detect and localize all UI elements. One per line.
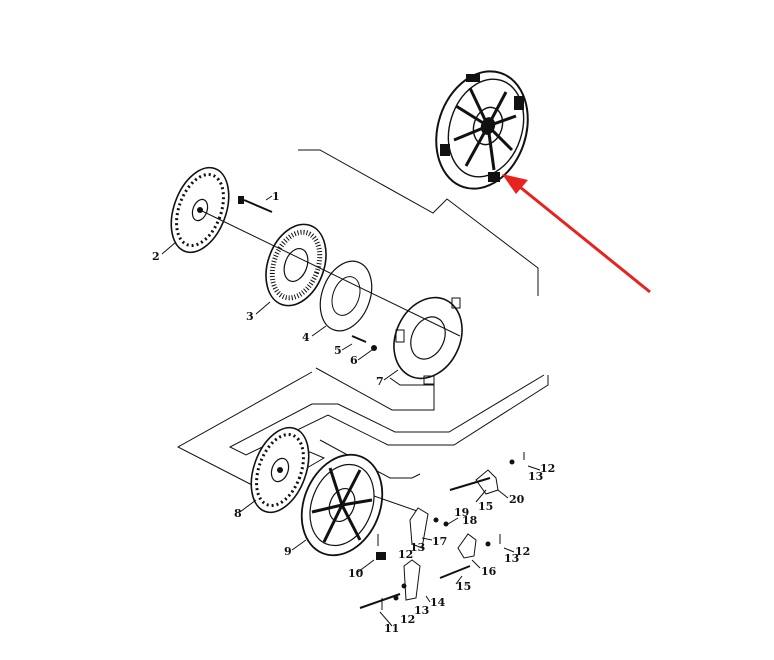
label-2: 2 — [152, 250, 160, 263]
pointer-arrow — [502, 174, 651, 294]
axis-line-upper — [199, 209, 461, 337]
bolt-part-1 — [238, 196, 273, 213]
linkage-hardware — [359, 452, 525, 610]
plate-ring — [319, 260, 373, 332]
label-9: 9 — [284, 545, 292, 558]
label-13-bottom: 13 — [414, 604, 429, 617]
label-15-upper: 15 — [478, 500, 493, 513]
diaphragm-spring — [265, 223, 327, 307]
label-12-mid: 12 — [515, 545, 530, 558]
leader-lines — [161, 195, 541, 627]
label-15-lower: 15 — [456, 580, 471, 593]
label-3: 3 — [246, 310, 254, 323]
release-plate — [393, 296, 463, 385]
label-1: 1 — [272, 190, 280, 203]
label-12-bottom: 12 — [400, 613, 415, 626]
label-6: 6 — [350, 354, 358, 367]
assembly-outline-mid — [315, 367, 435, 411]
pressure-plate-lower — [300, 453, 384, 557]
label-4: 4 — [302, 331, 310, 344]
label-13-mid: 13 — [504, 552, 519, 565]
bolt-part-5 — [351, 335, 367, 343]
label-14: 14 — [430, 596, 446, 609]
label-5: 5 — [334, 344, 342, 357]
label-19: 19 — [454, 506, 469, 519]
label-20: 20 — [509, 493, 525, 506]
clutch-assembly — [435, 70, 529, 190]
assembly-outline — [298, 149, 539, 296]
label-10: 10 — [348, 567, 364, 580]
plate-ring-inner — [331, 276, 361, 316]
label-11: 11 — [384, 622, 399, 635]
part-labels: 1 2 3 4 5 6 7 8 9 10 11 12 12 12 12 13 1… — [152, 190, 555, 635]
label-16: 16 — [481, 565, 497, 578]
label-17: 17 — [432, 535, 447, 548]
label-13-left: 13 — [410, 541, 425, 554]
label-12-left: 12 — [398, 548, 413, 561]
label-13-top: 13 — [528, 470, 543, 483]
washer-part-6 — [371, 345, 377, 351]
clutch-disc-lower — [250, 426, 310, 514]
label-12-top: 12 — [540, 462, 555, 475]
label-7: 7 — [376, 375, 384, 388]
label-18: 18 — [462, 514, 478, 527]
label-8: 8 — [234, 507, 242, 520]
